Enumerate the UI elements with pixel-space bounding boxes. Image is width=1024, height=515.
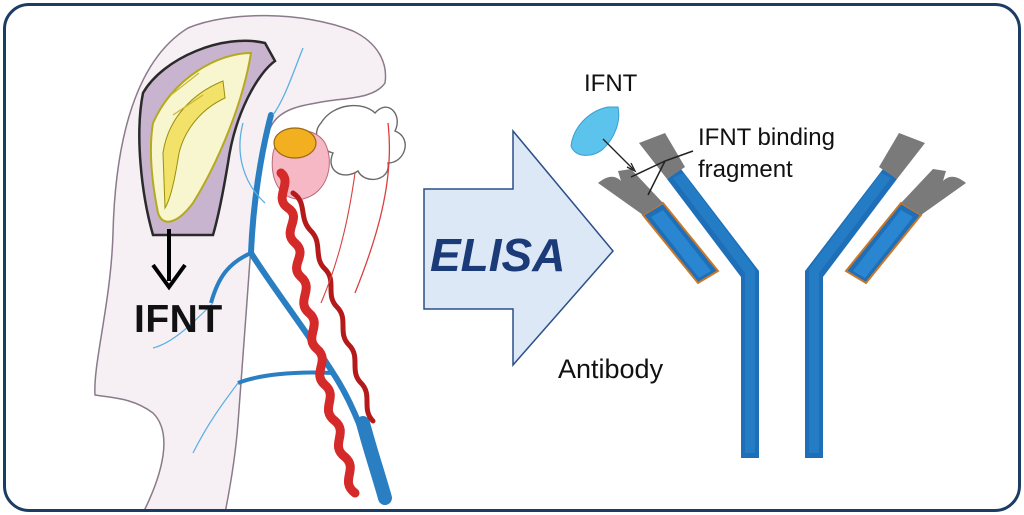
process-arrow: [423, 128, 614, 367]
figure-frame: IFNT ELISA IFNT IFNT binding fragment An…: [3, 3, 1021, 512]
oviduct-fimbria: [315, 104, 406, 181]
heavy-chain-left-variable: [639, 133, 685, 179]
antibody-label: Antibody: [558, 354, 664, 384]
binding-fragment-label-line2: fragment: [698, 156, 793, 183]
heavy-chain-left: [667, 169, 759, 458]
antibody-diagram: [570, 106, 966, 458]
heavy-chain-right: [805, 169, 897, 458]
light-chain-right-variable: [901, 169, 966, 215]
light-chain-left-variable: [598, 169, 663, 215]
antigen-pointer: [602, 138, 634, 170]
diagram-canvas: [94, 14, 966, 509]
ovarian-artery: [276, 168, 360, 498]
ifnt-secreted-label: IFNT: [134, 298, 223, 341]
binding-pointer: [630, 150, 694, 196]
heavy-chain-right-variable: [879, 133, 925, 179]
ifnt-antigen-label: IFNT: [584, 70, 638, 97]
uterus-illustration: [94, 14, 406, 509]
trophoblast-layer: [162, 80, 226, 210]
elisa-label: ELISA: [430, 229, 566, 281]
corpus-luteum: [273, 127, 317, 159]
secretion-arrow-head: [151, 263, 187, 291]
binding-fragment-label-line1: IFNT binding: [698, 124, 835, 151]
embryonic-disc: [149, 51, 253, 223]
